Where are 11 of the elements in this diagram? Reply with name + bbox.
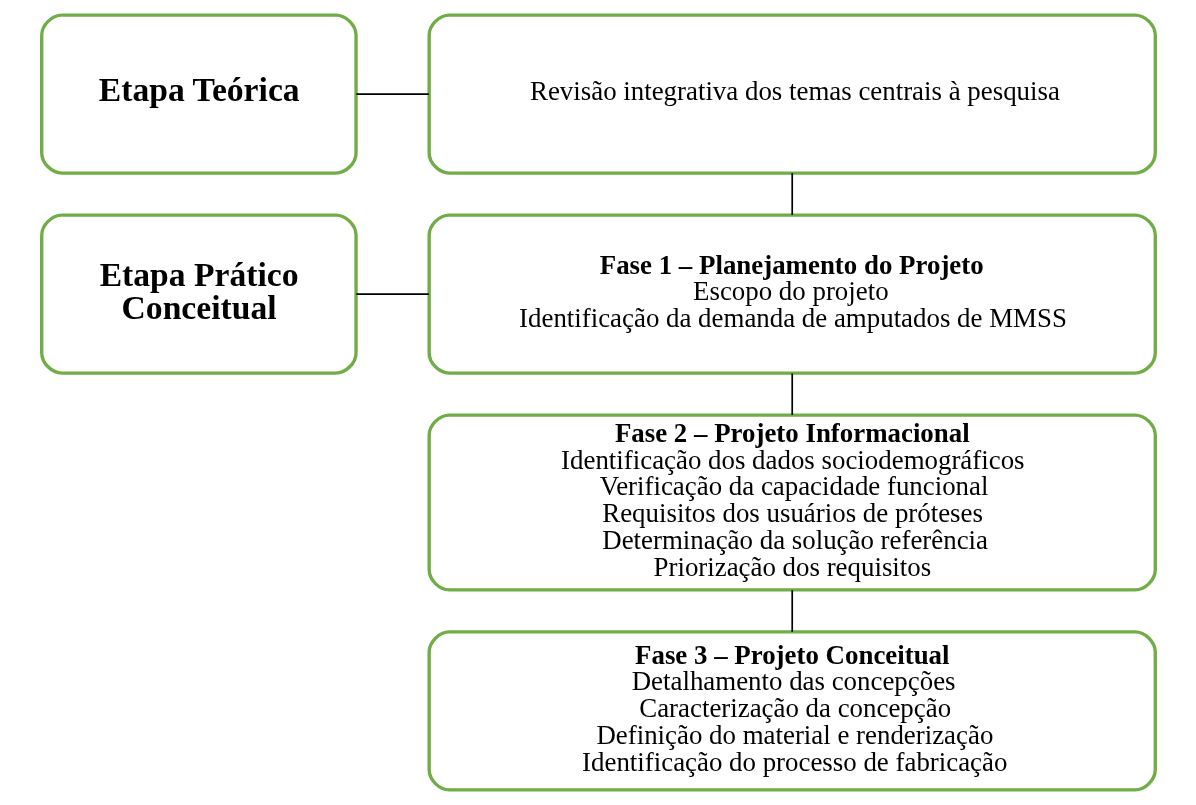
connector bbox=[355, 293, 430, 295]
node-box: Etapa Teórica bbox=[39, 13, 358, 175]
connector bbox=[355, 93, 430, 95]
node-box: Fase 1 – Planejamento do Projeto Escopo do projeto Identificação da demanda de amputados de MMSS bbox=[427, 213, 1157, 375]
node-box: Fase 3 – Projeto Conceitual Detalhamento das concepções Caracterização da concepção Definição do material e renderização Identificação do processo de fabricação bbox=[427, 630, 1157, 792]
node-box: Fase 2 – Projeto Informacional Identificação dos dados sociodemográficos Verificação da capacidade funcional Requisitos dos usuários de próteses Determinação da solução referência Priorização dos requisitos bbox=[427, 413, 1157, 592]
connector bbox=[790, 372, 793, 416]
node-box: Etapa Prático Conceitual bbox=[39, 213, 358, 375]
node-box: Revisão integrativa dos temas centrais à pesquisa bbox=[427, 13, 1157, 175]
connector bbox=[790, 172, 793, 216]
connector bbox=[790, 589, 793, 633]
